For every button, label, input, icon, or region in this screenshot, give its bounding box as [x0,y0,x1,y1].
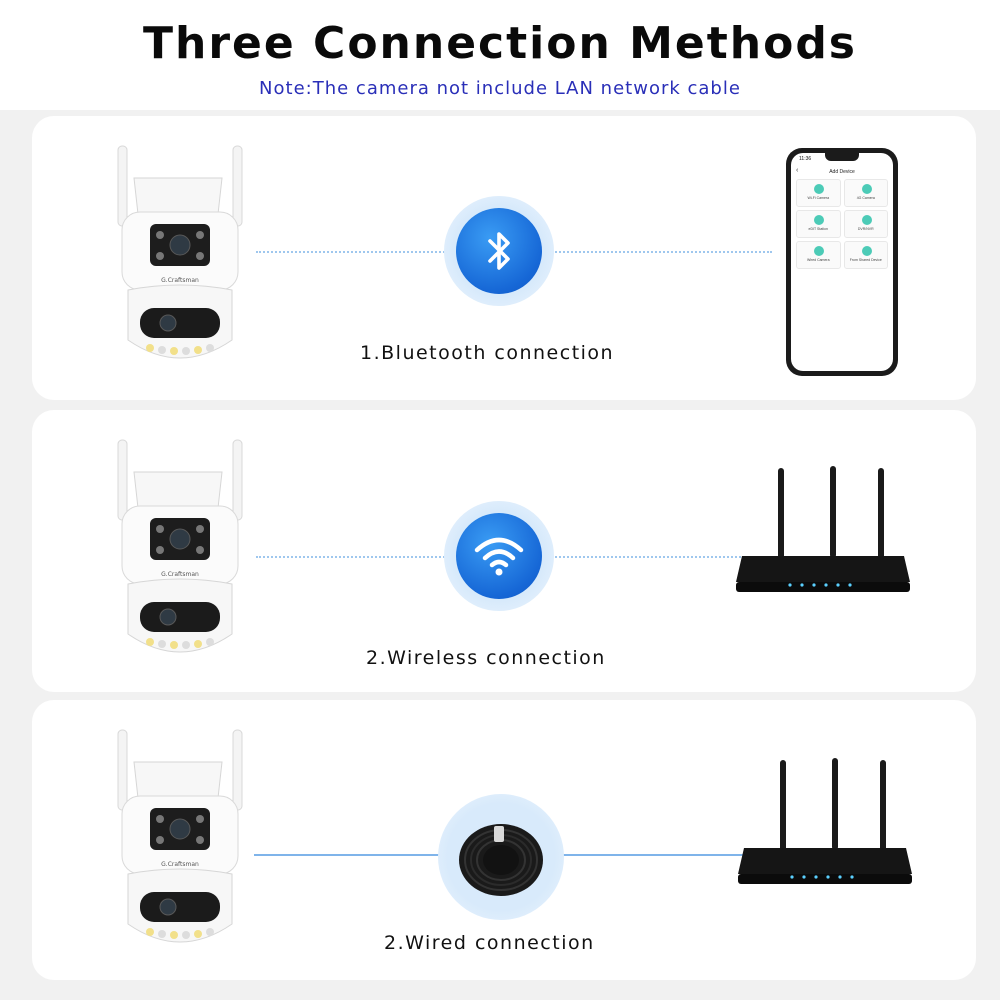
station-icon [814,215,824,225]
device-tile: Wi-Fi Camera [796,179,841,207]
svg-text:G.Craftsman: G.Craftsman [161,277,199,284]
phone-status-time: 11:36 [799,156,812,162]
method-caption-bluetooth: 1.Bluetooth connection [360,342,615,364]
svg-text:G.Craftsman: G.Craftsman [161,861,199,868]
wifi-icon [474,537,524,576]
back-arrow-icon: ‹ [796,167,799,174]
recorder-icon [861,215,872,225]
device-tile: From Shared Device [843,241,888,269]
wifi-badge [444,501,554,611]
device-tile: eDIT Station [796,210,841,238]
router-image [736,466,910,592]
device-tile: 4G Camera [843,179,888,207]
cable-note: Note:The camera not include LAN network … [259,78,741,99]
lan-cable-coil [459,824,543,896]
share-icon [861,246,872,256]
camera-image: G.Craftsman [117,439,243,653]
cable-badge [438,794,564,920]
svg-text:G.Craftsman: G.Craftsman [161,571,199,578]
method-caption-wired: 2.Wired connection [384,932,595,954]
device-tile: DVR/NVR [843,210,888,238]
bluetooth-icon [488,232,510,270]
camera-icon [814,184,824,194]
camera-icon [861,184,872,194]
device-type-grid: Wi-Fi Camera 4G Camera eDIT Station DVR/… [796,179,888,269]
page-title: Three Connection Methods [142,18,857,69]
header: Three Connection Methods Note:The camera… [0,0,1000,110]
app-screen-title: Add Device [829,169,855,175]
camera-image: G.Craftsman [117,729,243,943]
device-tile: Wired Camera [796,241,841,269]
method-caption-wireless: 2.Wireless connection [366,647,606,669]
router-image [738,758,912,884]
phone-screen: 11:36 ‹ Add Device Wi-Fi Camera 4G Camer… [791,153,893,371]
bluetooth-badge [444,196,554,306]
smartphone-image: 11:36 ‹ Add Device Wi-Fi Camera 4G Camer… [786,148,898,376]
camera-image: G.Craftsman [117,145,243,359]
camera-icon [814,246,824,256]
